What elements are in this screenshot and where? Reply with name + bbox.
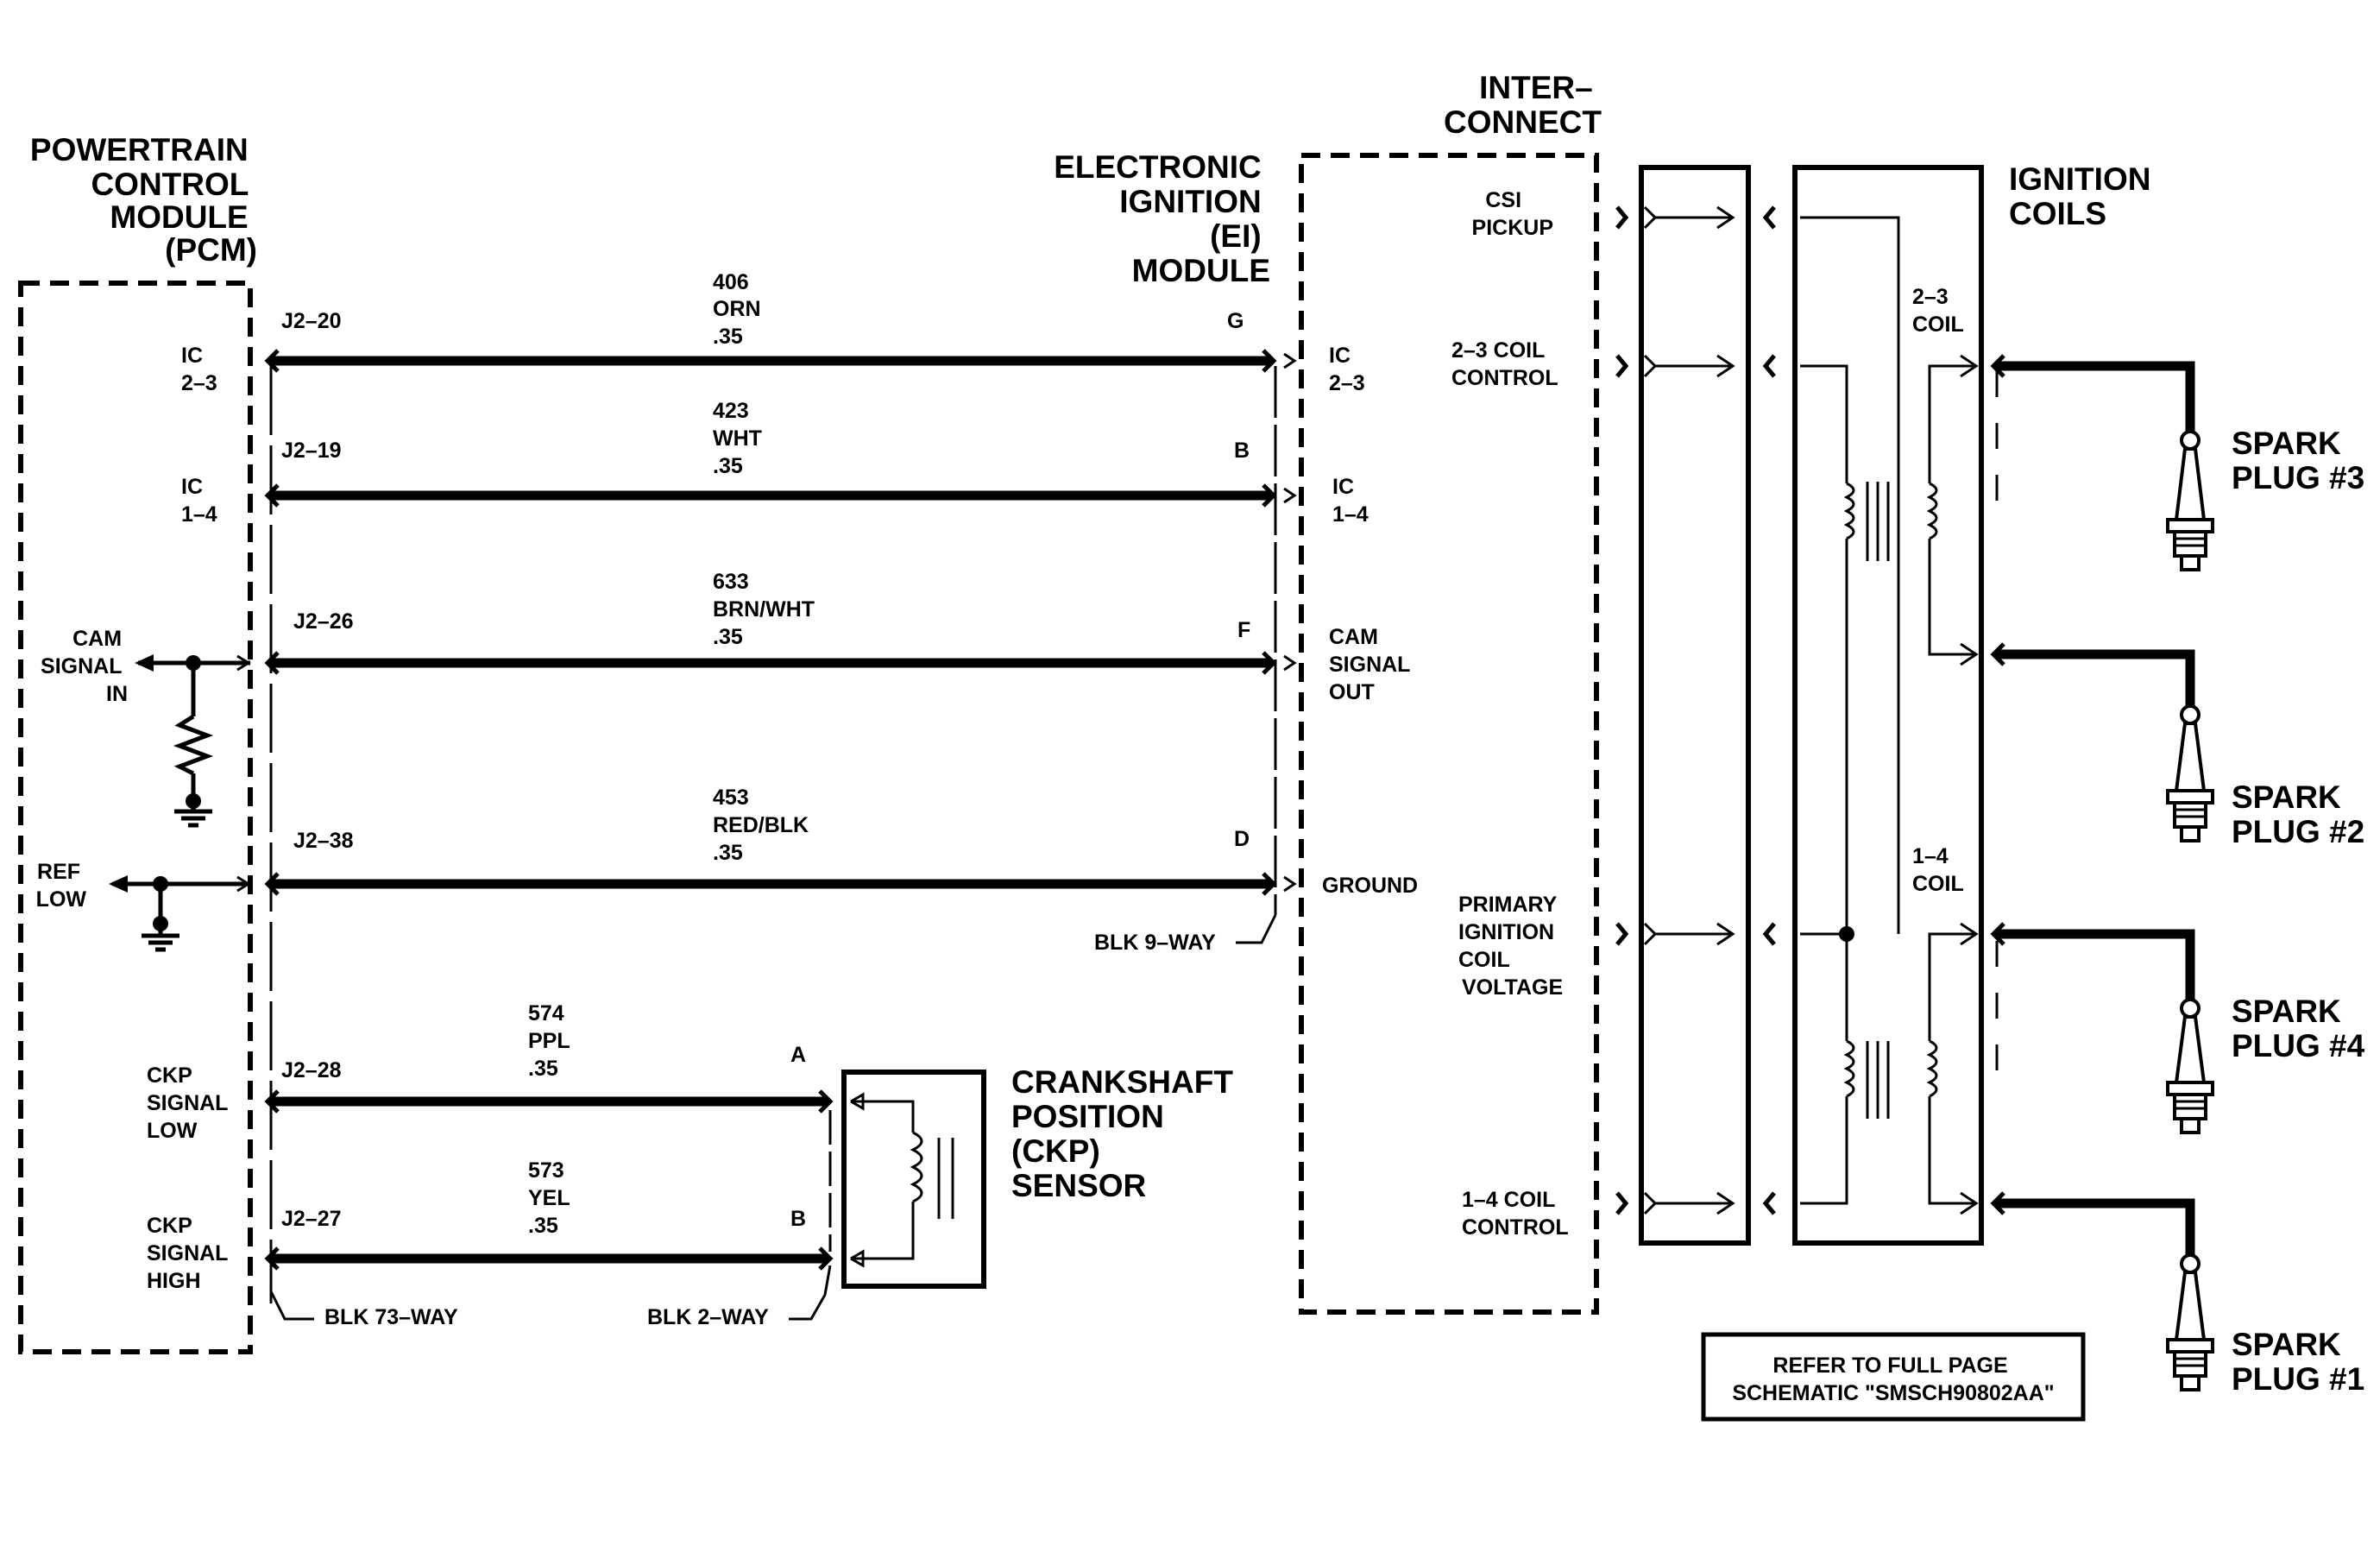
wire-406-terminal: G bbox=[1227, 309, 1244, 333]
pcm-pin-ckp-high: CKP SIGNAL HIGH bbox=[147, 1214, 234, 1293]
wire-574-pcm-pin: J2–28 bbox=[281, 1058, 342, 1082]
ei-primary-coil-voltage-label: PRIMARY IGNITION COIL VOLTAGE bbox=[1458, 893, 1563, 1000]
interconnect: INTER– CONNECT bbox=[1444, 70, 1776, 1246]
ignition-coils-box bbox=[1792, 165, 1984, 1246]
ckp-connector-tail bbox=[789, 1265, 832, 1321]
wire-633-pcm-pin: J2–26 bbox=[293, 609, 354, 634]
ei-csi-pickup-label: CSI PICKUP bbox=[1472, 188, 1553, 240]
cam-signal-in-circuit bbox=[135, 654, 251, 828]
spark-plug-2-icon bbox=[2166, 704, 2214, 842]
ei-pin-ic14: IC 1–4 bbox=[1332, 475, 1369, 527]
wire-573-pcm-pin: J2–27 bbox=[281, 1207, 342, 1231]
coil-23 bbox=[1800, 354, 1979, 934]
wire-406-info: 406 ORN .35 bbox=[713, 270, 767, 349]
spark-plug-2-label: SPARK PLUG #2 bbox=[2232, 779, 2364, 849]
ei-module-dashed-outline bbox=[1299, 153, 1599, 1315]
spark-plug-2: SPARK PLUG #2 bbox=[2166, 704, 2364, 849]
ei-pin-ground: GROUND bbox=[1322, 874, 1418, 898]
interconnect-row-coil23 bbox=[1615, 354, 1776, 378]
pcm-connector-label: BLK 73–WAY bbox=[324, 1305, 458, 1329]
wire-406: J2–20 406 ORN .35 G bbox=[264, 270, 1277, 373]
wire-406-pcm-pin: J2–20 bbox=[281, 309, 342, 333]
interconnect-title: INTER– CONNECT bbox=[1444, 70, 1602, 140]
wire-453-terminal: D bbox=[1234, 827, 1250, 851]
ei-coil14-control-label: 1–4 COIL CONTROL bbox=[1462, 1188, 1569, 1240]
spark-plug-1: SPARK PLUG #1 bbox=[2166, 1253, 2364, 1397]
wire-574-info: 574 PPL .35 bbox=[528, 1001, 576, 1081]
pcm-block: POWERTRAIN CONTROL MODULE (PCM) IC 2–3 I… bbox=[18, 132, 257, 1354]
pcm-connector-tail bbox=[269, 1265, 314, 1321]
spark-plug-3-icon bbox=[2166, 430, 2214, 571]
wire-574: J2–28 574 PPL .35 A bbox=[264, 1001, 834, 1114]
pcm-pin-ckp-low: CKP SIGNAL LOW bbox=[147, 1063, 234, 1143]
wire-573-info: 573 YEL .35 bbox=[528, 1158, 576, 1238]
wire-573: J2–27 573 YEL .35 B bbox=[264, 1158, 834, 1271]
interconnect-row-coil14 bbox=[1615, 1191, 1776, 1215]
ckp-connector-label: BLK 2–WAY bbox=[647, 1305, 769, 1329]
schematic-reference-note: REFER TO FULL PAGE SCHEMATIC "SMSCH90802… bbox=[1701, 1332, 2086, 1422]
wire-453-info: 453 RED/BLK .35 bbox=[713, 786, 815, 865]
wire-453: J2–38 453 RED/BLK .35 D bbox=[264, 786, 1277, 896]
wire-423-info: 423 WHT .35 bbox=[713, 399, 768, 478]
pcm-pin-cam-signal-in: CAM SIGNAL IN bbox=[41, 627, 128, 706]
ignition-coils-title: IGNITION COILS bbox=[2009, 161, 2160, 231]
wire-423-terminal: B bbox=[1234, 439, 1250, 463]
ei-pin-ic23: IC 2–3 bbox=[1329, 344, 1365, 395]
spark-plug-1-icon bbox=[2166, 1253, 2214, 1391]
ckp-sensor: CRANKSHAFT POSITION (CKP) SENSOR bbox=[841, 1064, 1242, 1289]
ignition-coils: IGNITION COILS 2–3 COIL 1–4 COIL bbox=[1792, 161, 2160, 1246]
pcm-to-ei-wires: J2–20 406 ORN .35 G J2–19 423 WHT .35 B bbox=[264, 270, 1277, 1303]
pcm-pin-ic23: IC 2–3 bbox=[181, 344, 217, 395]
wire-423-pcm-pin: J2–19 bbox=[281, 439, 342, 463]
pcm-pin-ic14: IC 1–4 bbox=[181, 475, 217, 527]
ckp-wires: J2–28 574 PPL .35 A J2–27 573 YEL .35 B bbox=[264, 1001, 834, 1329]
spark-plug-3: SPARK PLUG #3 bbox=[2166, 426, 2364, 571]
ckp-sensor-box bbox=[841, 1070, 986, 1289]
note-box bbox=[1701, 1332, 2086, 1422]
spark-plug-4: SPARK PLUG #4 bbox=[2166, 994, 2365, 1134]
interconnect-row-csi bbox=[1615, 205, 1776, 230]
interconnect-box bbox=[1639, 165, 1751, 1246]
csi-line bbox=[1800, 216, 1900, 934]
spark-plug-wires bbox=[1990, 354, 2195, 1257]
pcm-dashed-outline bbox=[18, 281, 253, 1354]
pcm-title: POWERTRAIN CONTROL MODULE (PCM) bbox=[30, 132, 257, 268]
coil-23-label: 2–3 COIL bbox=[1912, 285, 1964, 337]
ei-connector-bracket: BLK 9–WAY bbox=[1094, 366, 1277, 955]
ei-module-title: ELECTRONIC IGNITION (EI) MODULE bbox=[1054, 149, 1270, 288]
note-text: REFER TO FULL PAGE SCHEMATIC "SMSCH90802… bbox=[1732, 1354, 2054, 1405]
coil-14-label: 1–4 COIL bbox=[1912, 844, 1964, 896]
interconnect-row-primary bbox=[1615, 922, 1776, 946]
ref-low-circuit bbox=[109, 875, 251, 952]
wire-423: J2–19 423 WHT .35 B bbox=[264, 399, 1277, 508]
spark-plug-3-label: SPARK PLUG #3 bbox=[2232, 426, 2364, 495]
ei-pin-cam-signal-out: CAM SIGNAL OUT bbox=[1329, 625, 1416, 704]
ei-connector-label: BLK 9–WAY bbox=[1094, 931, 1216, 955]
ei-coil23-control-label: 2–3 COIL CONTROL bbox=[1451, 338, 1558, 390]
wire-453-pcm-pin: J2–38 bbox=[293, 829, 354, 853]
spark-plug-4-icon bbox=[2166, 998, 2214, 1134]
spark-plug-4-label: SPARK PLUG #4 bbox=[2232, 994, 2365, 1063]
coil-14 bbox=[1800, 922, 1979, 1215]
pcm-pin-ref-low: REF LOW bbox=[36, 860, 87, 912]
wire-633-info: 633 BRN/WHT .35 bbox=[713, 570, 821, 649]
ei-module: ELECTRONIC IGNITION (EI) MODULE IC 2–3 I… bbox=[1054, 149, 1599, 1315]
wire-574-terminal: A bbox=[790, 1043, 806, 1067]
spark-plug-1-label: SPARK PLUG #1 bbox=[2232, 1327, 2364, 1397]
ckp-sensor-title: CRANKSHAFT POSITION (CKP) SENSOR bbox=[1011, 1064, 1242, 1203]
wire-633-terminal: F bbox=[1237, 618, 1250, 642]
wire-633: J2–26 633 BRN/WHT .35 F bbox=[264, 570, 1277, 675]
wire-573-terminal: B bbox=[790, 1207, 806, 1231]
